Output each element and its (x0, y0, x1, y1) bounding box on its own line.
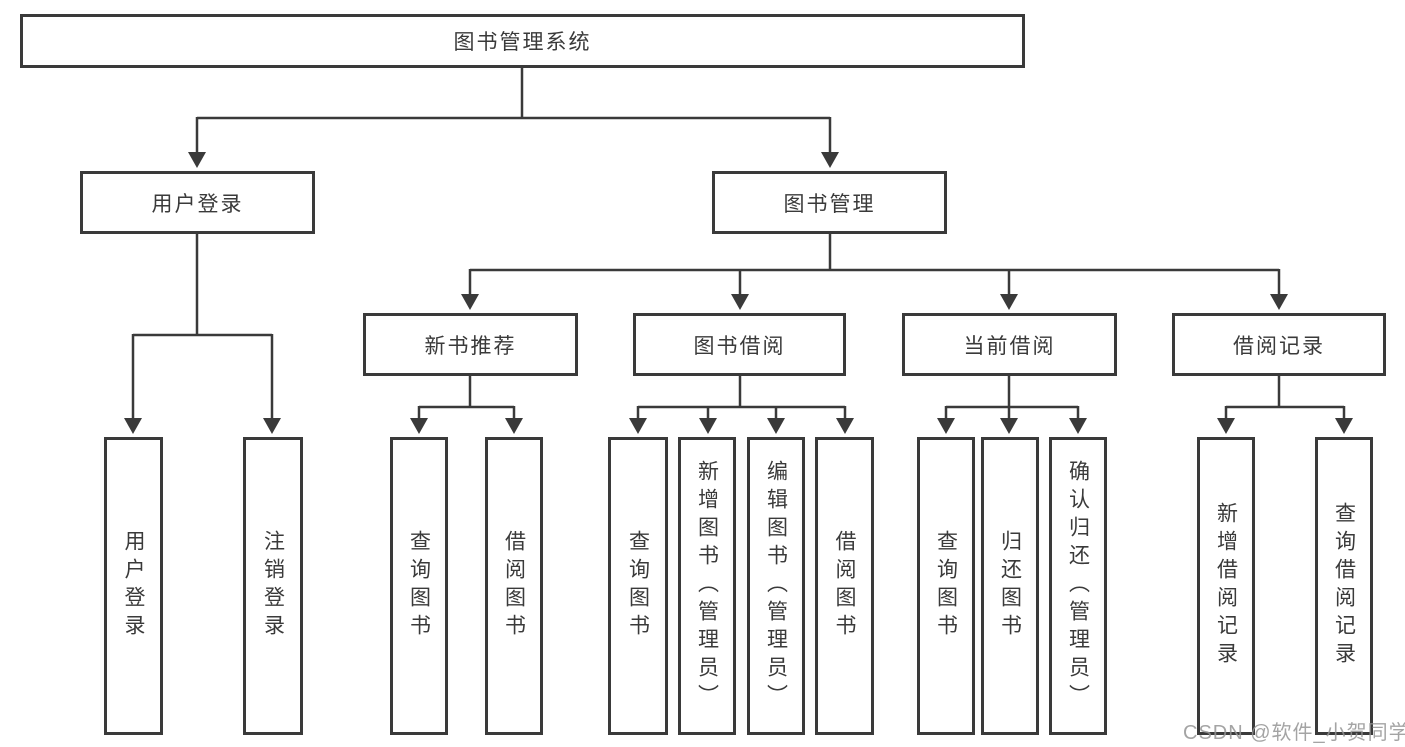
node-leaf-query-books-3: 查询图书 (917, 437, 975, 735)
node-leaf-logout: 注销登录 (243, 437, 303, 735)
node-leaf-query-books-2: 查询图书 (608, 437, 668, 735)
node-book-management: 图书管理 (712, 171, 947, 234)
node-leaf-edit-book-admin: 编辑图书（管理员） (747, 437, 805, 735)
node-leaf-query-books-1: 查询图书 (390, 437, 448, 735)
node-leaf-return-book: 归还图书 (981, 437, 1039, 735)
node-root: 图书管理系统 (20, 14, 1025, 68)
csdn-watermark: CSDN @软件_小贺同学 (1183, 722, 1405, 744)
node-current-borrow: 当前借阅 (902, 313, 1117, 376)
node-leaf-borrow-books-2: 借阅图书 (815, 437, 874, 735)
node-book-borrow: 图书借阅 (633, 313, 846, 376)
node-leaf-confirm-return-admin: 确认归还（管理员） (1049, 437, 1107, 735)
node-leaf-add-borrow-record: 新增借阅记录 (1197, 437, 1255, 735)
node-leaf-user-login: 用户登录 (104, 437, 163, 735)
node-borrow-records: 借阅记录 (1172, 313, 1386, 376)
node-user-login: 用户登录 (80, 171, 315, 234)
node-leaf-query-borrow-record: 查询借阅记录 (1315, 437, 1373, 735)
node-new-book-recommend: 新书推荐 (363, 313, 578, 376)
node-leaf-add-book-admin: 新增图书（管理员） (678, 437, 736, 735)
node-leaf-borrow-books-1: 借阅图书 (485, 437, 543, 735)
